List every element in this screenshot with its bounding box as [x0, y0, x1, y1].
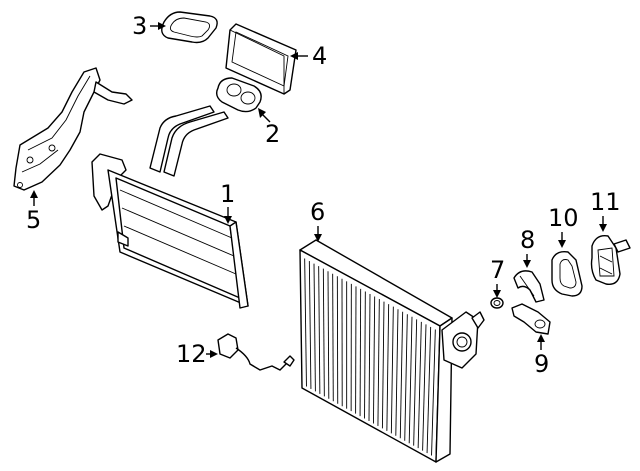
fin-line	[308, 261, 312, 389]
callout-5: 5	[26, 190, 41, 234]
callout-12: 12	[176, 340, 218, 368]
upper-clip	[513, 270, 545, 303]
fin-line	[364, 291, 366, 419]
fin-line	[359, 288, 362, 417]
callout-3: 3	[132, 12, 166, 40]
fin-line	[318, 266, 321, 394]
svg-text:5: 5	[26, 206, 41, 234]
svg-text:3: 3	[132, 12, 147, 40]
tube-seal	[215, 77, 262, 113]
fin-line	[417, 321, 422, 449]
callout-1: 1	[220, 180, 235, 224]
fin-line	[399, 311, 404, 439]
fin-line	[377, 299, 380, 426]
fin-line	[332, 273, 334, 402]
fin-line	[322, 268, 325, 397]
svg-text:7: 7	[490, 256, 505, 284]
callout-9: 9	[534, 334, 549, 378]
fin-line	[304, 258, 307, 387]
temperature-sensor	[217, 333, 295, 371]
fin-line	[390, 306, 394, 434]
callout-2: 2	[258, 108, 280, 148]
fin-line	[327, 271, 330, 399]
mounting-bracket	[13, 67, 133, 191]
svg-text:4: 4	[312, 42, 327, 70]
evaporator-core	[299, 239, 485, 463]
svg-text:10: 10	[548, 204, 579, 232]
fin-line	[381, 301, 385, 429]
lower-clip	[511, 303, 551, 335]
callout-10: 10	[548, 204, 579, 248]
fin-line	[386, 304, 390, 431]
svg-text:12: 12	[176, 340, 207, 368]
callout-7: 7	[490, 256, 505, 298]
svg-text:1: 1	[220, 180, 235, 208]
fin-line	[426, 326, 432, 454]
fin-line	[422, 324, 427, 451]
callout-8: 8	[520, 226, 535, 268]
callout-6: 6	[310, 198, 325, 242]
seal-small	[161, 11, 218, 44]
fin-line	[408, 316, 413, 444]
evaporator-fins	[304, 258, 436, 456]
svg-text:8: 8	[520, 226, 535, 254]
svg-text:9: 9	[534, 350, 549, 378]
gasket-frame	[225, 23, 297, 95]
fin-line	[368, 293, 371, 422]
svg-text:2: 2	[265, 120, 280, 148]
svg-text:11: 11	[590, 188, 621, 216]
o-ring	[490, 297, 504, 309]
expansion-valve	[590, 235, 631, 285]
fin-line	[313, 263, 316, 392]
callout-11: 11	[590, 188, 621, 232]
fin-line	[431, 329, 436, 456]
svg-text:6: 6	[310, 198, 325, 226]
fin-line	[413, 319, 418, 446]
callout-4: 4	[290, 42, 327, 70]
seal-ring	[551, 250, 583, 297]
fin-line	[373, 296, 376, 424]
fin-line	[404, 314, 408, 441]
heater-core	[91, 105, 249, 309]
fin-line	[395, 309, 399, 436]
